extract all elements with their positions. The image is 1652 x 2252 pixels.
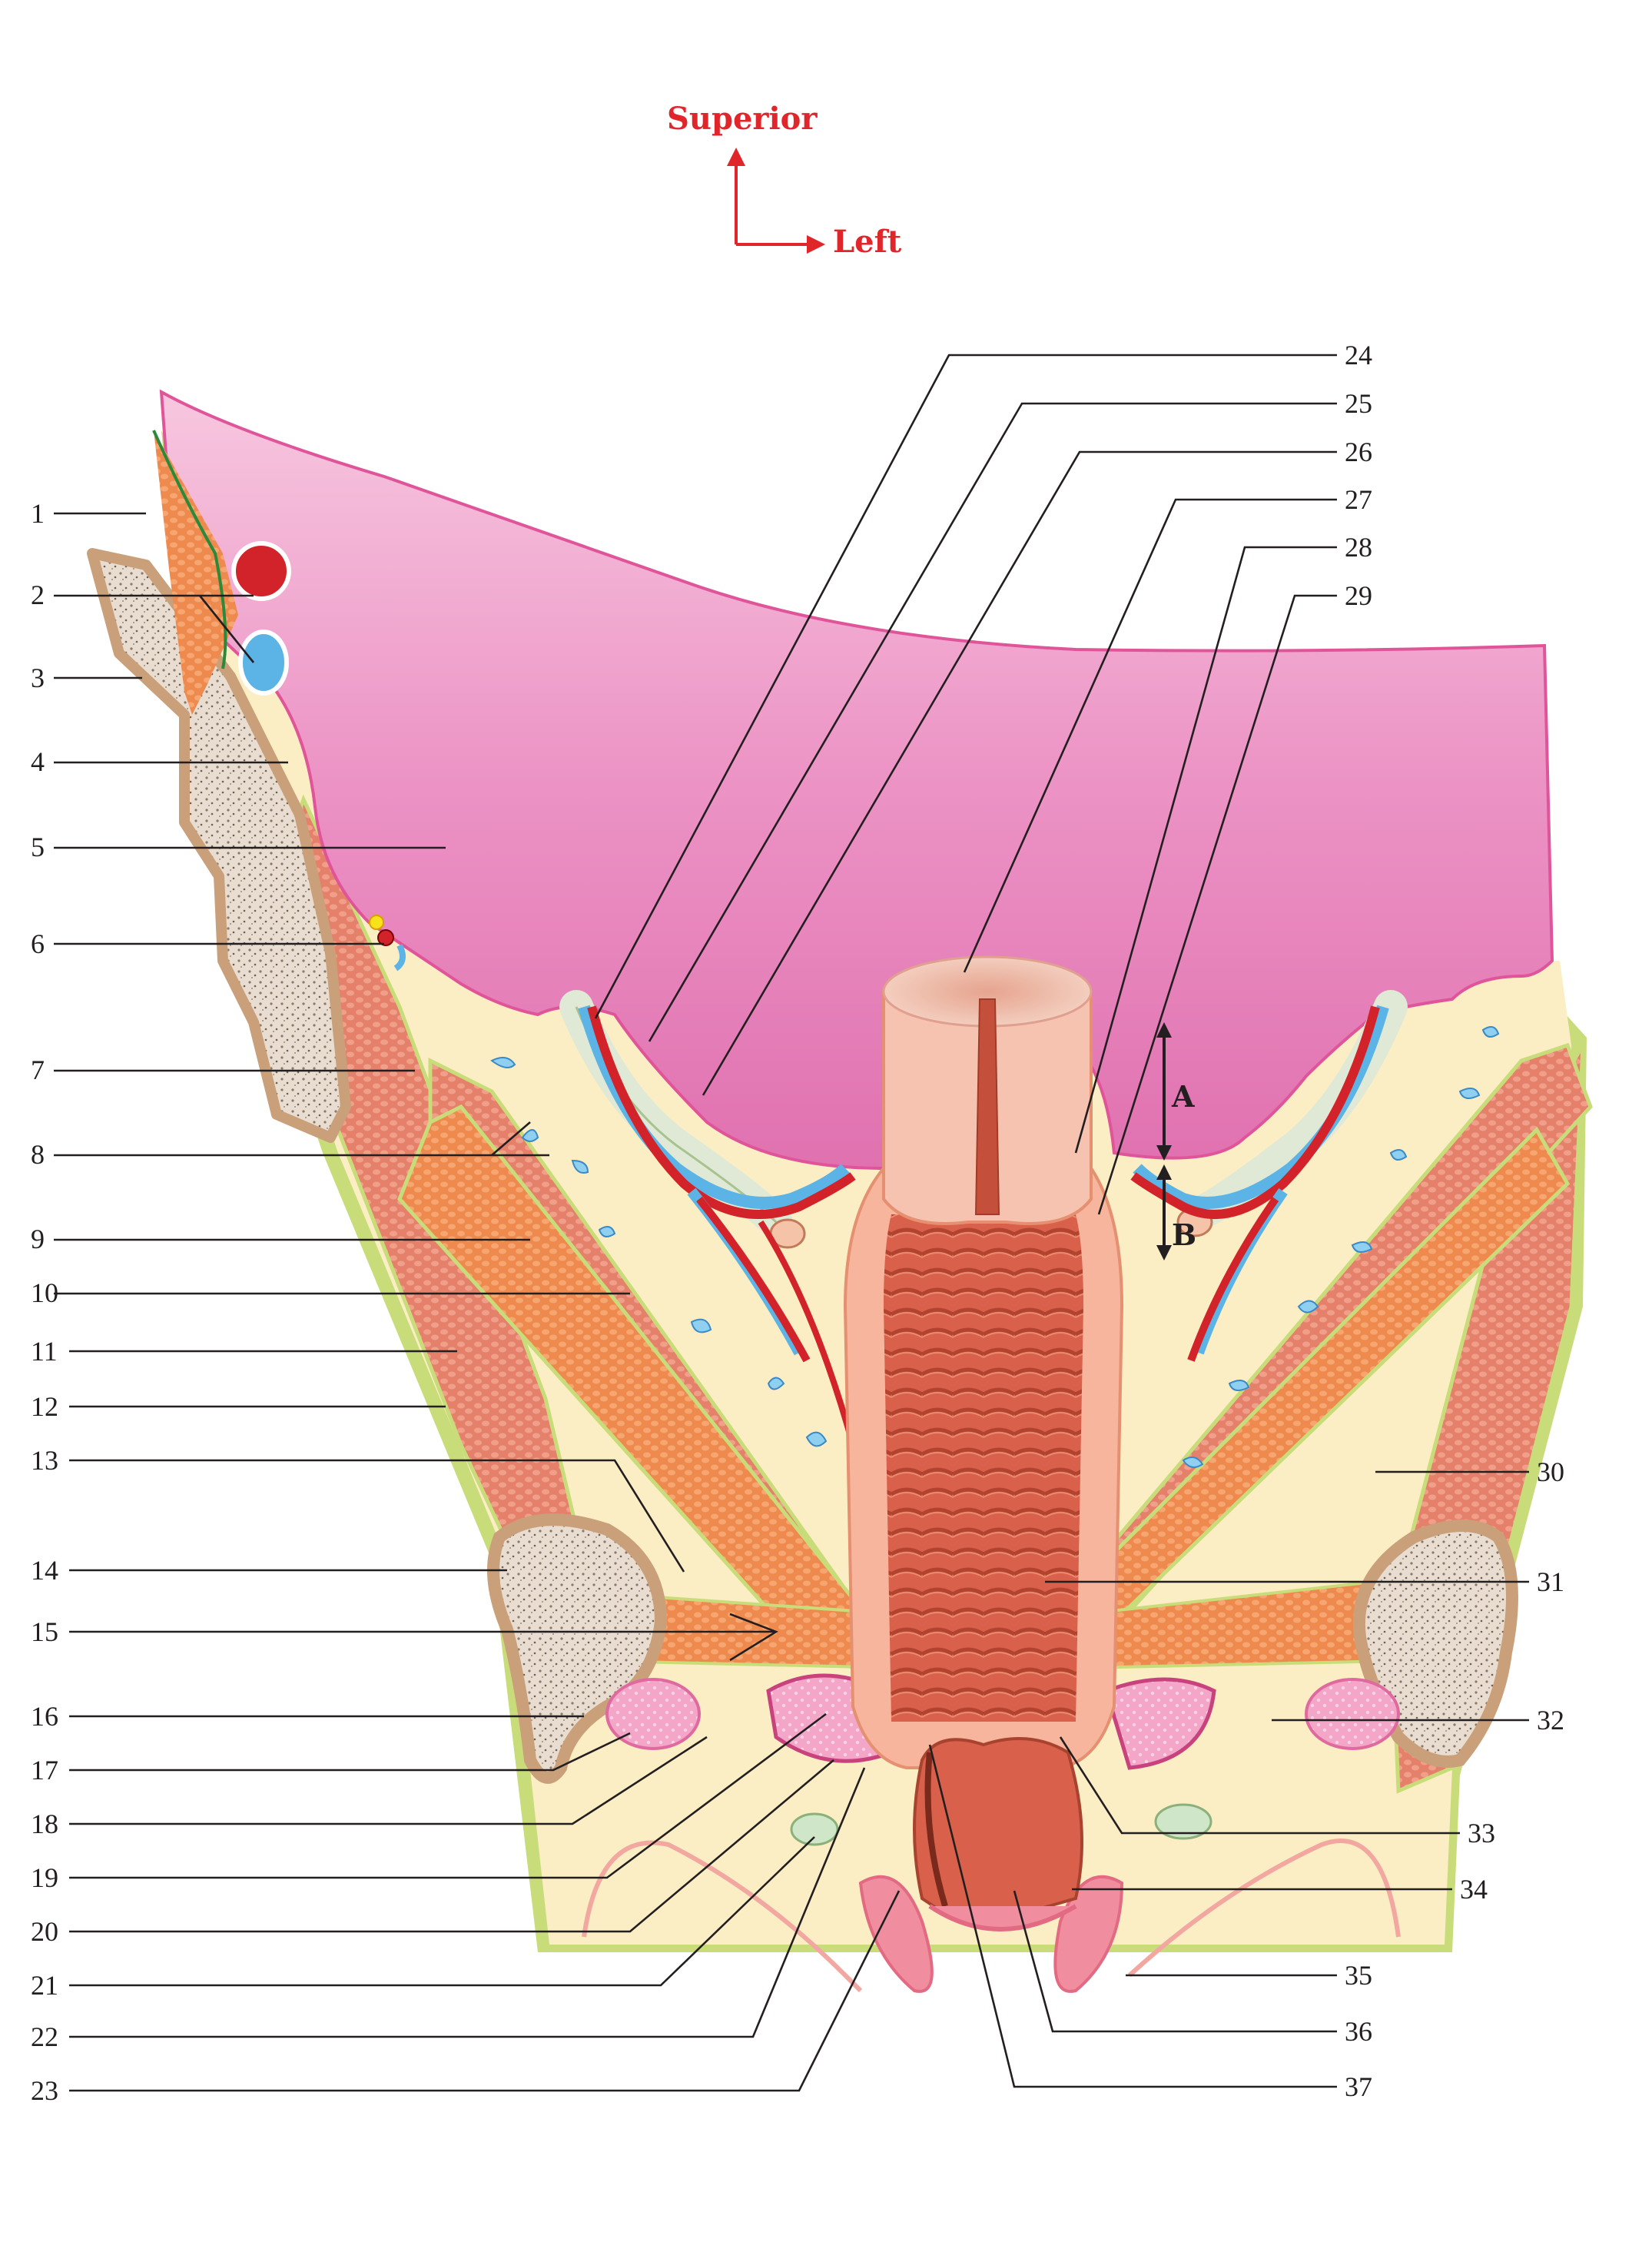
label-8: 8 bbox=[31, 1139, 45, 1170]
label-2: 2 bbox=[31, 580, 45, 610]
ischium-left bbox=[487, 1513, 668, 1784]
label-17: 17 bbox=[31, 1755, 58, 1785]
label-29: 29 bbox=[1345, 580, 1372, 611]
label-19: 19 bbox=[31, 1862, 58, 1893]
superior-label: Superior bbox=[667, 101, 818, 137]
label-30: 30 bbox=[1537, 1456, 1564, 1487]
label-22: 22 bbox=[31, 2021, 58, 2052]
label-28: 28 bbox=[1345, 532, 1372, 563]
iliac-vein bbox=[238, 629, 289, 696]
label-9: 9 bbox=[31, 1224, 45, 1254]
obturator-artery bbox=[377, 929, 394, 946]
label-15: 15 bbox=[31, 1616, 58, 1647]
label-33: 33 bbox=[1468, 1818, 1495, 1848]
right-arrow-icon bbox=[807, 235, 825, 254]
iliac-artery bbox=[231, 541, 291, 601]
label-27: 27 bbox=[1345, 484, 1372, 515]
label-1: 1 bbox=[31, 498, 45, 529]
left-label: Left bbox=[833, 224, 902, 260]
dimension-markers: A B bbox=[1156, 1022, 1196, 1261]
up-arrow-icon bbox=[727, 148, 745, 166]
label-11: 11 bbox=[31, 1336, 58, 1367]
label-5: 5 bbox=[31, 832, 45, 862]
label-37: 37 bbox=[1345, 2071, 1372, 2102]
label-14: 14 bbox=[31, 1555, 58, 1586]
obturator-nerve bbox=[369, 915, 384, 930]
vagina-column bbox=[843, 955, 1124, 1931]
iliac-region-left bbox=[152, 430, 406, 972]
label-21: 21 bbox=[31, 1970, 58, 2001]
leader-lines bbox=[54, 354, 1529, 2092]
label-16: 16 bbox=[31, 1701, 58, 1732]
marker-b: B bbox=[1172, 1217, 1196, 1252]
label-25: 25 bbox=[1345, 388, 1372, 419]
label-24: 24 bbox=[1345, 340, 1372, 370]
label-7: 7 bbox=[31, 1055, 45, 1085]
label-13: 13 bbox=[31, 1445, 58, 1476]
label-6: 6 bbox=[31, 928, 45, 959]
label-31: 31 bbox=[1537, 1566, 1564, 1597]
label-35: 35 bbox=[1345, 1960, 1372, 1991]
labels-left: 1 2 3 4 5 6 7 8 9 10 11 12 13 14 15 16 1… bbox=[31, 498, 58, 2106]
ilium-left bbox=[87, 548, 351, 1143]
label-4: 4 bbox=[31, 746, 45, 777]
ureter-vessels-left bbox=[559, 990, 856, 1447]
orientation-compass: Superior Left bbox=[667, 101, 902, 260]
label-10: 10 bbox=[31, 1277, 58, 1308]
label-12: 12 bbox=[31, 1391, 58, 1422]
small-vessels bbox=[490, 1026, 1500, 1545]
peritoneal-cavity bbox=[159, 389, 1554, 1171]
ureter-vessels-right bbox=[1130, 990, 1408, 1362]
label-36: 36 bbox=[1345, 2016, 1372, 2047]
label-23: 23 bbox=[31, 2075, 58, 2106]
label-3: 3 bbox=[31, 663, 45, 693]
label-18: 18 bbox=[31, 1809, 58, 1839]
label-34: 34 bbox=[1460, 1874, 1488, 1905]
label-26: 26 bbox=[1345, 437, 1372, 467]
perineal-structures bbox=[582, 1673, 1401, 1993]
labels-right: 24 25 26 27 28 29 30 31 32 33 34 35 36 3… bbox=[1345, 340, 1564, 2102]
label-20: 20 bbox=[31, 1916, 58, 1947]
label-32: 32 bbox=[1537, 1705, 1564, 1736]
marker-a: A bbox=[1171, 1079, 1195, 1114]
